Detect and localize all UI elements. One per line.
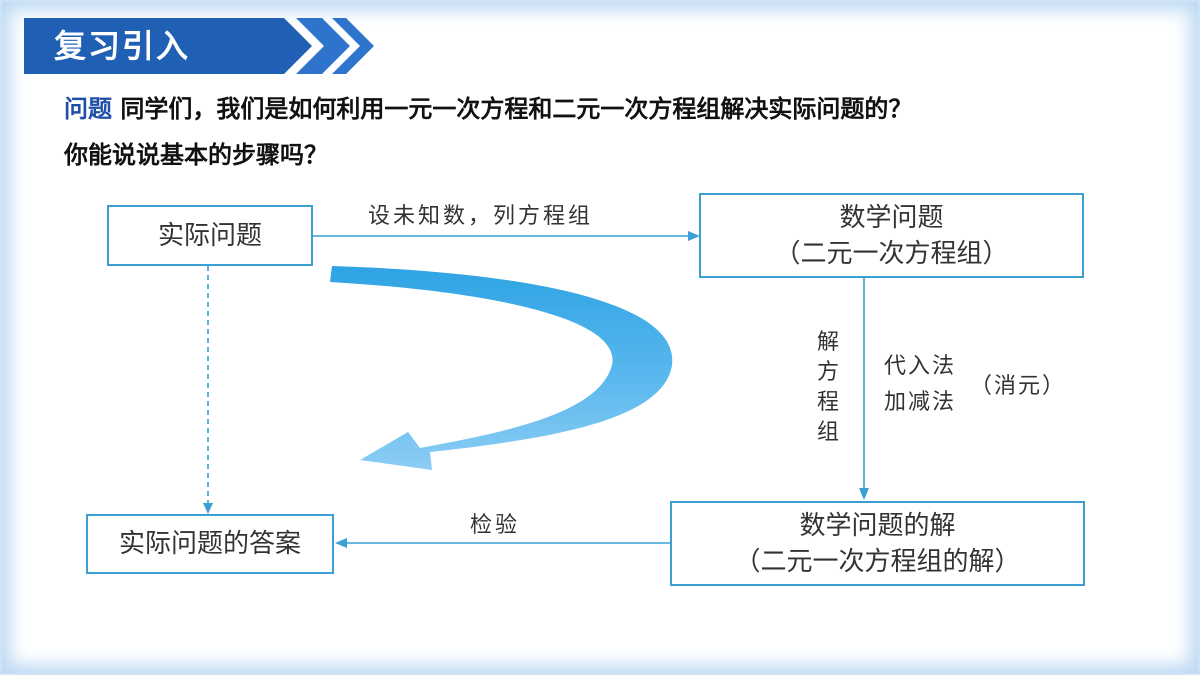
box-math-problem: 数学问题 （二元一次方程组） [699, 193, 1084, 278]
label-elimination: （消元） [970, 374, 1067, 399]
page-title: 复习引入 [54, 27, 191, 65]
question-line-1: 同学们，我们是如何利用一元一次方程和二元一次方程组解决实际问题的？ [112, 95, 913, 123]
box-math-solution: 数学问题的解 （二元一次方程组的解） [670, 501, 1085, 586]
box-actual-problem: 实际问题 [107, 205, 313, 266]
box-answer: 实际问题的答案 [86, 514, 334, 574]
solve-char: 程 [816, 390, 839, 415]
solve-char: 方 [816, 360, 839, 385]
box-answer-text: 实际问题的答案 [118, 529, 301, 559]
arrow-right-head [859, 488, 869, 500]
label-substitution: 代入法 [884, 354, 957, 379]
curved-return-arrow-icon [330, 266, 673, 470]
label-solve-vertical: 解 方 程 组 [813, 328, 843, 448]
box-math-problem-line-2: （二元一次方程组） [774, 238, 1009, 269]
box-actual-problem-text: 实际问题 [157, 220, 262, 251]
box-math-problem-line-1: 数学问题 [839, 202, 944, 233]
question-text: 问题 同学们，我们是如何利用一元一次方程和二元一次方程组解决实际问题的？ 你能说… [64, 86, 1164, 178]
label-set-unknowns: 设未知数，列方程组 [368, 204, 594, 229]
arrow-left-head [203, 503, 213, 514]
solve-char: 组 [816, 420, 839, 445]
title-banner: 复习引入 [24, 18, 374, 74]
question-line-2: 你能说说基本的步骤吗？ [64, 141, 328, 169]
arrow-top-head [688, 231, 700, 241]
box-math-solution-line-2: （二元一次方程组的解） [734, 546, 1021, 577]
label-addition: 加减法 [884, 390, 957, 415]
question-label: 问题 [64, 95, 112, 123]
solve-char: 解 [816, 330, 839, 355]
label-check: 检验 [470, 513, 521, 538]
box-math-solution-line-1: 数学问题的解 [799, 510, 956, 541]
arrow-bottom-head [335, 538, 347, 548]
banner-chevrons-icon [24, 18, 374, 74]
